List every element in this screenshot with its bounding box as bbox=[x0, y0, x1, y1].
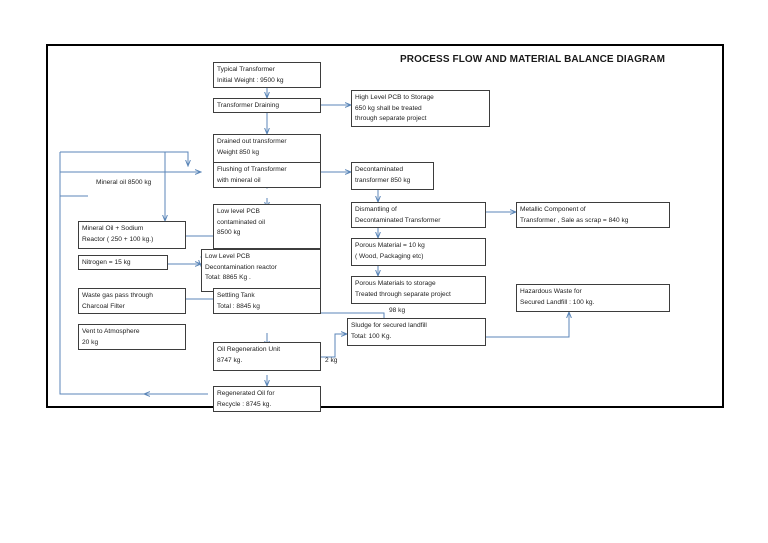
stream-label-mineral-oil: Mineral oil 8500 kg bbox=[96, 179, 152, 186]
node-drained-out-transformer[interactable]: Drained out transformer Weight 850 kg bbox=[213, 134, 321, 167]
stream-label-loss: 2 kg bbox=[325, 357, 338, 364]
node-dismantling[interactable]: Dismantling of Decontaminated Transforme… bbox=[351, 202, 486, 228]
node-nitrogen[interactable]: Nitrogen = 15 kg bbox=[78, 255, 168, 270]
node-regenerated-oil[interactable]: Regenerated Oil for Recycle : 8745 kg. bbox=[213, 386, 321, 412]
node-settling-tank[interactable]: Settling Tank Total : 8845 kg bbox=[213, 288, 321, 314]
node-typical-transformer[interactable]: Typical Transformer Initial Weight : 950… bbox=[213, 62, 321, 88]
node-mineral-oil-sodium-reactor[interactable]: Mineral Oil + Sodium Reactor ( 250 + 100… bbox=[78, 221, 186, 249]
node-decontaminated-transformer[interactable]: Decontaminated transformer 850 kg bbox=[351, 162, 434, 190]
node-high-level-pcb-storage[interactable]: High Level PCB to Storage 650 kg shall b… bbox=[351, 90, 490, 127]
node-oil-regeneration-unit[interactable]: Oil Regeneration Unit 8747 kg. bbox=[213, 342, 321, 371]
node-metallic-component[interactable]: Metallic Component of Transformer , Sale… bbox=[516, 202, 670, 228]
node-low-level-pcb-reactor[interactable]: Low Level PCB Decontamination reactor To… bbox=[201, 249, 321, 292]
node-sludge-landfill[interactable]: Sludge for secured landfill Total: 100 K… bbox=[347, 318, 486, 346]
stream-label-sludge: 98 kg bbox=[389, 307, 406, 314]
connector-layer bbox=[59, 88, 726, 410]
node-porous-material[interactable]: Porous Material = 10 kg ( Wood, Packagin… bbox=[351, 238, 486, 266]
node-waste-gas-charcoal[interactable]: Waste gas pass through Charcoal Filter bbox=[78, 288, 186, 314]
node-transformer-draining[interactable]: Transformer Draining bbox=[213, 98, 321, 113]
diagram-frame: PROCESS FLOW AND MATERIAL BALANCE DIAGRA… bbox=[46, 44, 726, 412]
node-hazardous-waste[interactable]: Hazardous Waste for Secured Landfill : 1… bbox=[516, 284, 670, 312]
node-low-level-pcb-oil[interactable]: Low level PCB contaminated oil 8500 kg bbox=[213, 204, 321, 249]
node-porous-materials-storage[interactable]: Porous Materials to storage Treated thro… bbox=[351, 276, 486, 304]
node-flushing-of-transformer[interactable]: Flushing of Transformer with mineral oil bbox=[213, 162, 321, 188]
node-vent-to-atmosphere[interactable]: Vent to Atmosphere 20 kg bbox=[78, 324, 186, 350]
page-title: PROCESS FLOW AND MATERIAL BALANCE DIAGRA… bbox=[400, 54, 666, 65]
